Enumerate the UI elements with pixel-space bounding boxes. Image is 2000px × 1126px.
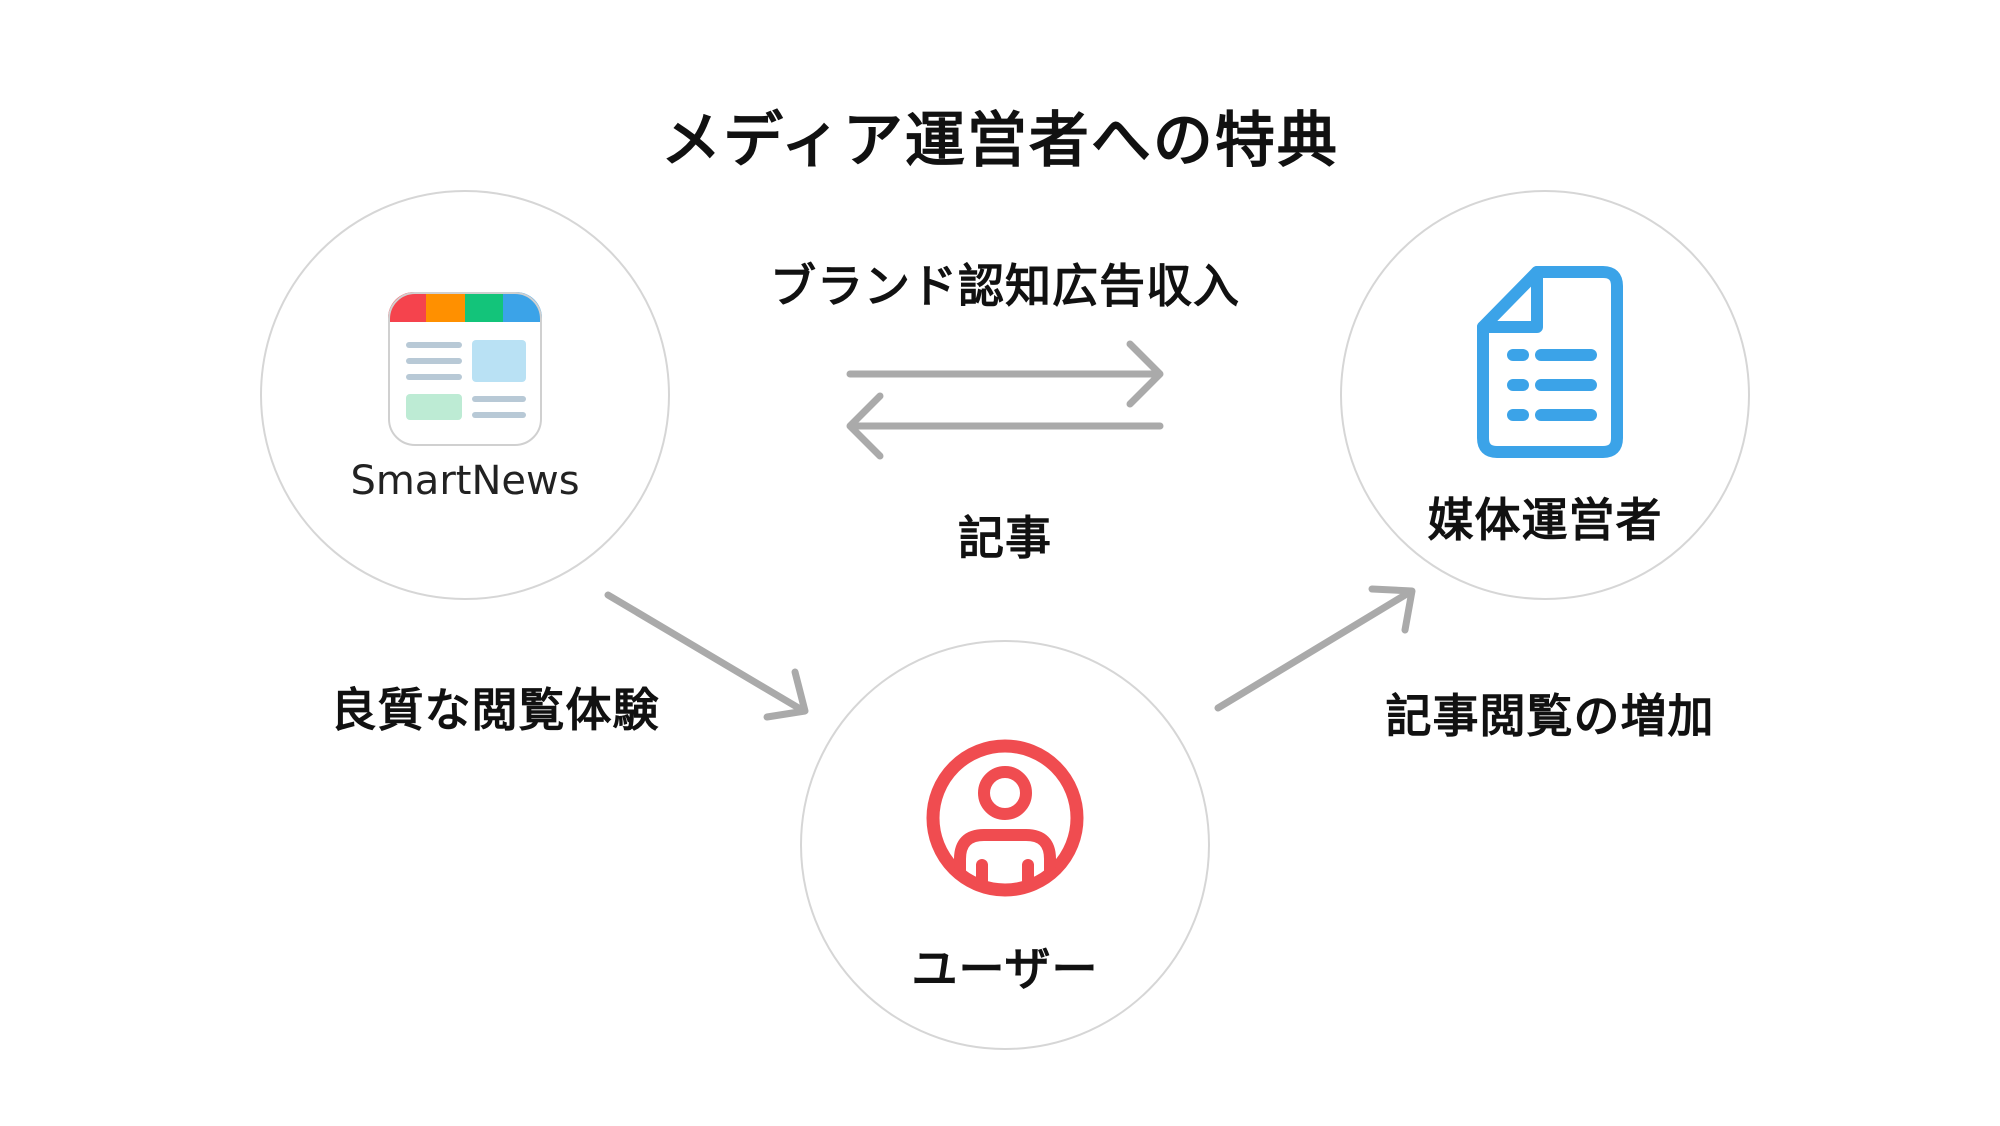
arrow-smartnews-to-user bbox=[604, 591, 809, 721]
diagram-title: メディア運営者への特典 bbox=[661, 106, 1339, 176]
arrow-to-smartnews bbox=[846, 392, 1164, 460]
edge-label-article-views: 記事閲覧の増加 bbox=[1385, 689, 1715, 743]
media-label: 媒体運営者 bbox=[1427, 493, 1663, 547]
edge-label-ad-revenue: ブランド認知広告収入 bbox=[770, 259, 1240, 313]
smartnews-app-icon bbox=[388, 292, 542, 446]
arrow-user-to-media bbox=[1214, 585, 1416, 712]
smartnews-label: SmartNews bbox=[350, 458, 580, 504]
document-icon bbox=[1477, 266, 1623, 458]
user-node bbox=[800, 640, 1210, 1050]
edge-label-reading-experience: 良質な閲覧体験 bbox=[330, 683, 660, 737]
arrow-to-media bbox=[846, 340, 1164, 408]
user-label: ユーザー bbox=[911, 942, 1099, 996]
user-avatar-icon bbox=[926, 739, 1084, 897]
media-node bbox=[1340, 190, 1750, 600]
edge-label-article: 記事 bbox=[958, 511, 1052, 565]
